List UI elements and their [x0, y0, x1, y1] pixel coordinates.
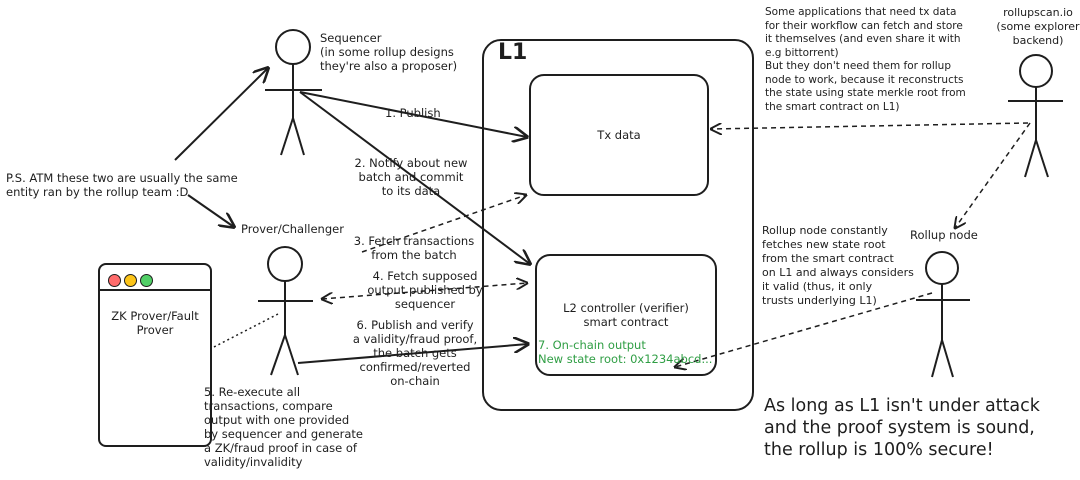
step-5-line: validity/invalidity — [204, 455, 303, 469]
explorer-to-node-arrow — [955, 122, 1031, 228]
applications-note-line: the smart contract on L1) — [765, 100, 900, 113]
security-statement-line: As long as L1 isn't under attack — [764, 396, 1040, 416]
prover-label: Prover/Challenger — [241, 222, 344, 236]
step-6-line: 6. Publish and verify — [356, 318, 474, 332]
step-5-line: a ZK/fraud proof in case of — [204, 441, 357, 455]
applications-note-line: the state using state merkle root from — [765, 87, 966, 99]
publish-proof-arrow — [297, 344, 528, 364]
minimize-dot — [124, 274, 137, 287]
explorer-label-line: backend) — [1012, 34, 1064, 47]
rollup-node-note: Rollup node constantly fetches new state… — [762, 224, 914, 308]
security-statement-line: and the proof system is sound, — [764, 418, 1035, 438]
rollup-node-note-line: fetches new state root — [762, 238, 886, 251]
prover-to-zk-dotted-link — [209, 313, 279, 350]
controller-label: L2 controller (verifier) smart contract — [536, 301, 716, 329]
explorer-label: rollupscan.io (some explorer backend) — [993, 6, 1080, 48]
ps-to-prover-arrow — [187, 194, 234, 227]
sequencer-figure — [265, 29, 322, 156]
applications-note-line: it themselves (and even share it with — [765, 33, 961, 45]
step-4-label: 4. Fetch supposed output published by se… — [355, 269, 495, 311]
step-6-label: 6. Publish and verify a validity/fraud p… — [340, 318, 490, 388]
rollup-node-note-line: Rollup node constantly — [762, 224, 888, 237]
step-3-line: 3. Fetch transactions — [353, 234, 475, 248]
ps-to-sequencer-arrow — [174, 68, 268, 161]
rollup-node-note-line: it valid (thus, it only — [762, 280, 873, 293]
step-5-line: by sequencer and generate — [204, 427, 363, 441]
applications-note: Some applications that need tx data for … — [765, 6, 966, 114]
explorer-fetch-arrow — [711, 122, 1029, 129]
controller-label-line: L2 controller (verifier) — [563, 301, 689, 315]
window-controls — [108, 272, 156, 291]
sequencer-label-line: (in some rollup designs — [320, 45, 454, 59]
applications-note-line: But they don't need them for rollup — [765, 60, 951, 72]
step-3-line: from the batch — [371, 248, 457, 262]
applications-note-line: e.g bittorrent) — [765, 46, 839, 59]
rollup-node-figure — [916, 251, 970, 378]
applications-note-line: for their workflow can fetch and store — [765, 19, 963, 32]
step-5-line: 5. Re-execute all — [204, 385, 301, 399]
fetch-transactions-arrow — [361, 195, 526, 253]
zk-prover-window: ZK Prover/Fault Prover — [98, 263, 212, 447]
zk-prover-label-line: Prover — [136, 323, 174, 337]
security-statement-line: the rollup is 100% secure! — [764, 440, 994, 460]
explorer-label-line: rollupscan.io — [1003, 6, 1073, 19]
step-4-line: sequencer — [394, 297, 456, 311]
notify-arrow — [299, 91, 530, 264]
sequencer-label: Sequencer (in some rollup designs they'r… — [320, 31, 457, 73]
maximize-dot — [140, 274, 153, 287]
rollup-node-note-line: trusts underlying L1) — [762, 294, 877, 307]
sequencer-label-line: Sequencer — [320, 31, 382, 45]
explorer-figure — [1008, 54, 1063, 178]
step-4-line: output published by — [367, 283, 483, 297]
step-5-label: 5. Re-execute all transactions, compare … — [204, 385, 363, 469]
sequencer-label-line: they're also a proposer) — [320, 59, 458, 73]
state-root-value: New state root: 0x1234abcd... — [538, 352, 713, 366]
fetch-output-arrow — [322, 283, 527, 299]
rollup-node-label: Rollup node — [910, 228, 978, 242]
zk-prover-label-line: ZK Prover/Fault — [111, 309, 199, 323]
step-5-line: transactions, compare — [204, 399, 333, 413]
step-2-line: 2. Notify about new — [354, 156, 468, 170]
tx-data-label: Tx data — [597, 128, 641, 142]
step-6-line: a validity/fraud proof, — [352, 332, 478, 346]
close-dot — [108, 274, 121, 287]
step-1-label: 1. Publish — [385, 106, 441, 120]
applications-note-line: node to work, because it reconstructs — [765, 73, 964, 86]
onchain-output-label: 7. On-chain output New state root: 0x123… — [538, 338, 712, 366]
window-title-divider — [100, 289, 210, 291]
step-3-label: 3. Fetch transactions from the batch — [344, 234, 484, 262]
explorer-label-line: (some explorer — [996, 20, 1080, 33]
step-6-line: confirmed/reverted — [359, 360, 471, 374]
zk-prover-label: ZK Prover/Fault Prover — [100, 309, 210, 337]
l1-title: L1 — [498, 40, 528, 65]
l1-container — [482, 39, 754, 411]
step-6-line: the batch gets — [373, 346, 457, 360]
rollup-node-note-line: from the smart contract — [762, 252, 894, 265]
controller-label-line: smart contract — [583, 315, 669, 329]
ps-note-line: P.S. ATM these two are usually the same — [6, 171, 238, 185]
step-6-line: on-chain — [390, 374, 440, 388]
ps-note: P.S. ATM these two are usually the same … — [6, 171, 238, 199]
step-4-line: 4. Fetch supposed — [372, 269, 478, 283]
step-2-line: batch and commit — [358, 170, 464, 184]
applications-note-line: Some applications that need tx data — [765, 6, 957, 18]
step-2-label: 2. Notify about new batch and commit to … — [346, 156, 476, 198]
step-5-line: output with one provided — [204, 413, 350, 427]
prover-figure — [258, 246, 313, 376]
rollup-node-note-line: on L1 and always considers — [762, 266, 914, 279]
publish-arrow — [299, 91, 527, 137]
security-statement: As long as L1 isn't under attack and the… — [764, 395, 1040, 461]
controller-box — [535, 254, 717, 376]
step-2-line: to its data — [381, 184, 441, 198]
ps-note-line: entity ran by the rollup team :D — [6, 185, 189, 199]
onchain-output-title: 7. On-chain output — [538, 338, 646, 352]
